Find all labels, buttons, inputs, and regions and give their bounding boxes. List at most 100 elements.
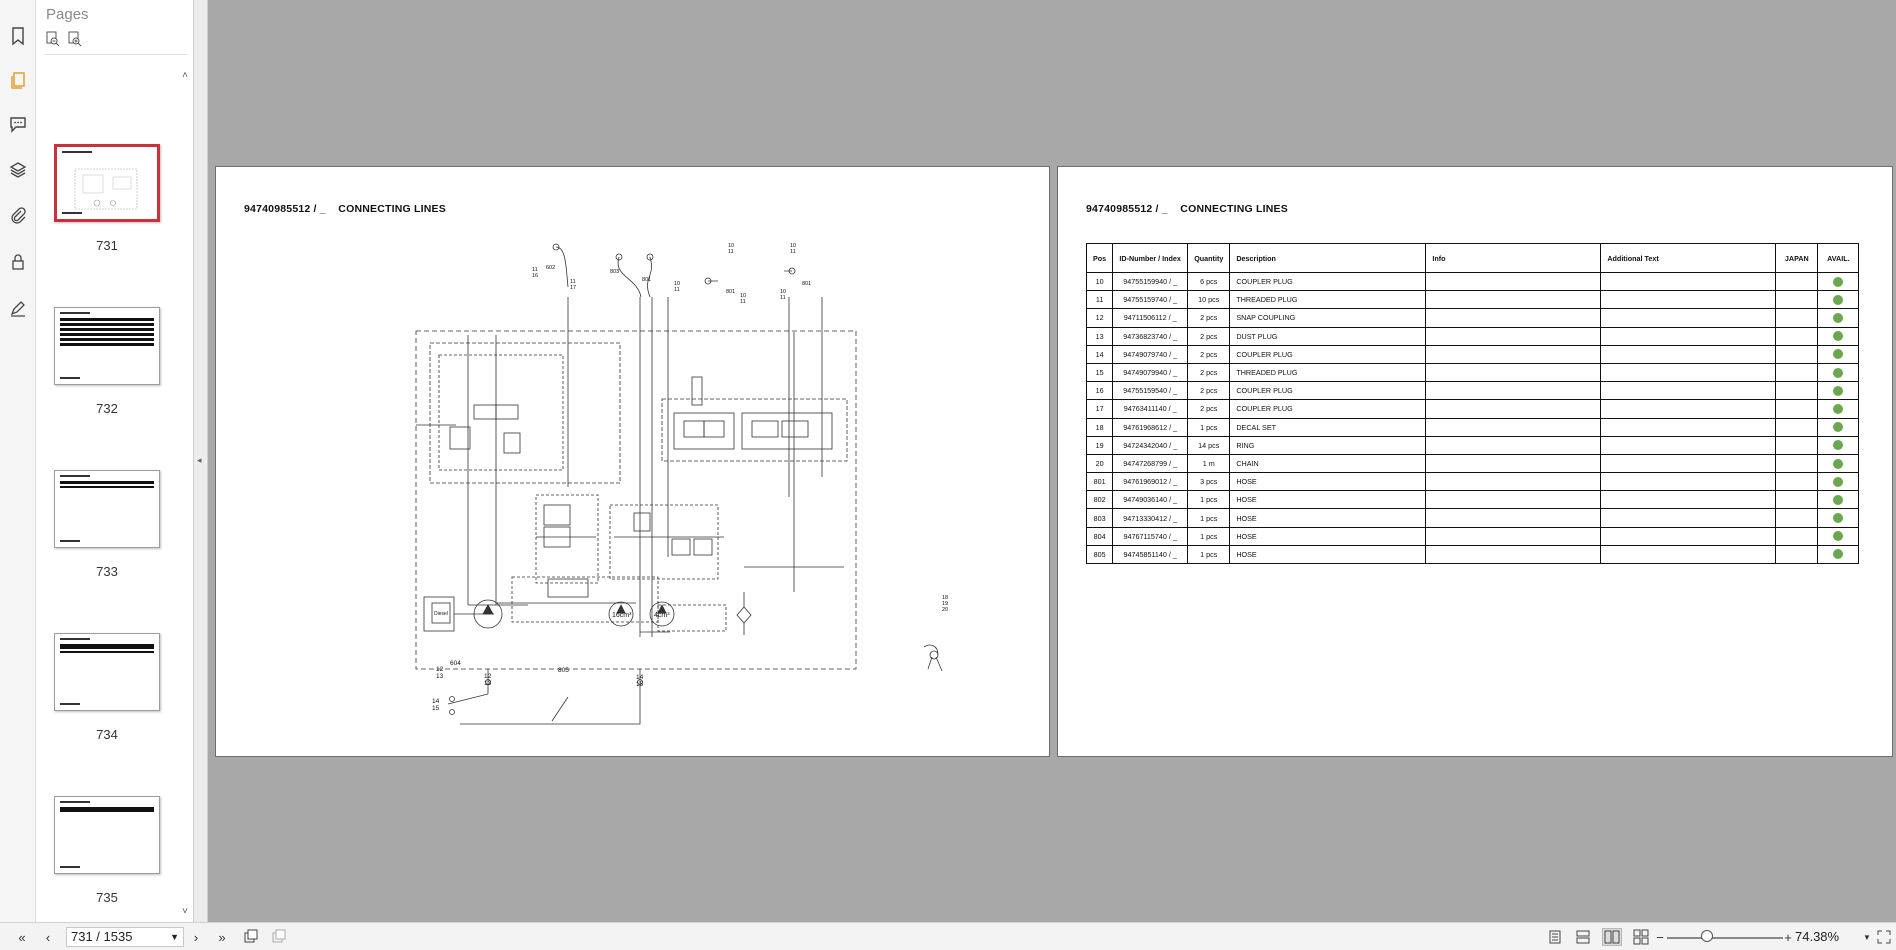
availability-indicator-icon: [1833, 531, 1844, 542]
cell-id-number: 94713330412 / _: [1112, 508, 1189, 528]
thumbnail-zoom-out-icon[interactable]: [44, 30, 62, 48]
page-thumbnail-735[interactable]: [54, 796, 160, 874]
fit-width-icon[interactable]: [270, 928, 288, 946]
cell-info: [1425, 271, 1602, 292]
svg-text:15: 15: [636, 681, 644, 688]
zoom-slider[interactable]: [1667, 937, 1783, 939]
scroll-up-icon[interactable]: ˄: [182, 70, 188, 81]
cell-pos: 19: [1085, 435, 1114, 455]
cell-avail: [1817, 399, 1860, 419]
fit-page-icon[interactable]: [242, 928, 260, 946]
cell-quantity: 1 m: [1187, 453, 1231, 474]
collapse-panel-icon[interactable]: ◂: [197, 455, 202, 465]
zoom-percentage[interactable]: 74.38%: [1795, 929, 1840, 944]
cell-pos: 12: [1085, 308, 1114, 328]
two-page-view-icon[interactable]: [1602, 928, 1622, 946]
scroll-down-icon[interactable]: ˅: [182, 906, 188, 917]
svg-text:11: 11: [790, 249, 796, 255]
svg-text:11: 11: [780, 295, 786, 301]
svg-text:16: 16: [532, 273, 538, 279]
availability-indicator-icon: [1833, 476, 1844, 487]
cell-avail: [1817, 308, 1860, 328]
last-page-icon[interactable]: »: [218, 929, 226, 945]
availability-indicator-icon: [1833, 422, 1844, 433]
page-thumbnail-733[interactable]: [54, 470, 160, 548]
cell-japan: [1775, 526, 1819, 546]
cell-pos: 20: [1085, 453, 1114, 474]
page-thumbnail-734[interactable]: [54, 633, 160, 711]
thumbnail-scrollbar[interactable]: ˄ ˅: [179, 70, 191, 918]
cell-pos: 805: [1085, 544, 1114, 565]
page-thumbnail-732[interactable]: [54, 307, 160, 385]
svg-text:13: 13: [484, 680, 492, 687]
cell-info: [1425, 308, 1602, 328]
lock-icon[interactable]: [6, 250, 30, 274]
signature-icon[interactable]: [6, 296, 30, 320]
cell-pos: 11: [1085, 290, 1114, 310]
cell-avail: [1817, 472, 1860, 492]
zoom-out-icon[interactable]: −: [1656, 929, 1664, 945]
zoom-dropdown-chevron-icon[interactable]: ▼: [1863, 932, 1871, 942]
cell-id-number: 94747268799 / _: [1112, 453, 1189, 474]
svg-text:10: 10: [728, 243, 734, 249]
svg-text:14: 14: [636, 674, 644, 681]
cell-quantity: 2 pcs: [1187, 344, 1231, 364]
availability-indicator-icon: [1833, 513, 1844, 524]
previous-page-icon[interactable]: ‹: [45, 929, 51, 945]
cell-quantity: 1 pcs: [1187, 508, 1231, 528]
page-thumbnail-731[interactable]: [54, 144, 160, 222]
document-page-left: 94740985512 / _ CONNECTING LINES: [215, 166, 1050, 757]
cell-pos: 801: [1085, 472, 1114, 492]
comment-icon[interactable]: [6, 112, 30, 136]
cell-info: [1425, 381, 1602, 401]
cell-japan: [1775, 453, 1819, 474]
cell-description: DECAL SET: [1229, 417, 1427, 437]
continuous-view-icon[interactable]: [1574, 928, 1592, 946]
cell-description: COUPLER PLUG: [1229, 399, 1427, 419]
attachment-icon[interactable]: [6, 204, 30, 228]
svg-text:604: 604: [450, 660, 461, 667]
svg-text:10: 10: [740, 293, 746, 299]
svg-text:20: 20: [942, 607, 948, 613]
cell-japan: [1775, 472, 1819, 492]
cell-additional-text: [1600, 490, 1777, 510]
next-page-icon[interactable]: ›: [193, 929, 199, 945]
cell-id-number: 94749036140 / _: [1112, 490, 1189, 510]
cell-quantity: 1 pcs: [1187, 526, 1231, 546]
cell-description: HOSE: [1229, 508, 1427, 528]
svg-text:11: 11: [532, 267, 538, 273]
pages-icon[interactable]: [6, 68, 30, 92]
cell-description: COUPLER PLUG: [1229, 344, 1427, 364]
cell-avail: [1817, 344, 1860, 364]
cell-pos: 802: [1085, 490, 1114, 510]
cell-id-number: 94763411140 / _: [1112, 399, 1189, 419]
first-page-icon[interactable]: «: [18, 929, 26, 945]
page-number-input[interactable]: 731 / 1535 ▼: [66, 927, 184, 947]
zoom-in-icon[interactable]: +: [1784, 929, 1792, 945]
thumbnail-zoom-in-icon[interactable]: [66, 30, 84, 48]
panel-splitter[interactable]: ◂: [194, 0, 208, 922]
cell-pos: 13: [1085, 326, 1114, 346]
layers-icon[interactable]: [6, 158, 30, 182]
chevron-down-icon[interactable]: ▼: [170, 932, 179, 942]
cell-id-number: 94761969012 / _: [1112, 472, 1189, 492]
availability-indicator-icon: [1833, 313, 1844, 324]
fullscreen-icon[interactable]: [1876, 928, 1892, 946]
availability-indicator-icon: [1833, 385, 1844, 396]
cell-info: [1425, 544, 1602, 565]
zoom-slider-handle[interactable]: [1701, 930, 1713, 942]
page-thumbnail-label: 731: [96, 238, 118, 253]
bookmark-icon[interactable]: [6, 24, 30, 48]
single-page-view-icon[interactable]: [1546, 928, 1564, 946]
page-number-value: 731 / 1535: [71, 929, 133, 944]
cell-quantity: 2 pcs: [1187, 399, 1231, 419]
cell-avail: [1817, 490, 1860, 510]
two-page-continuous-icon[interactable]: [1632, 928, 1650, 946]
thumbnail-schematic-preview: [74, 168, 138, 210]
